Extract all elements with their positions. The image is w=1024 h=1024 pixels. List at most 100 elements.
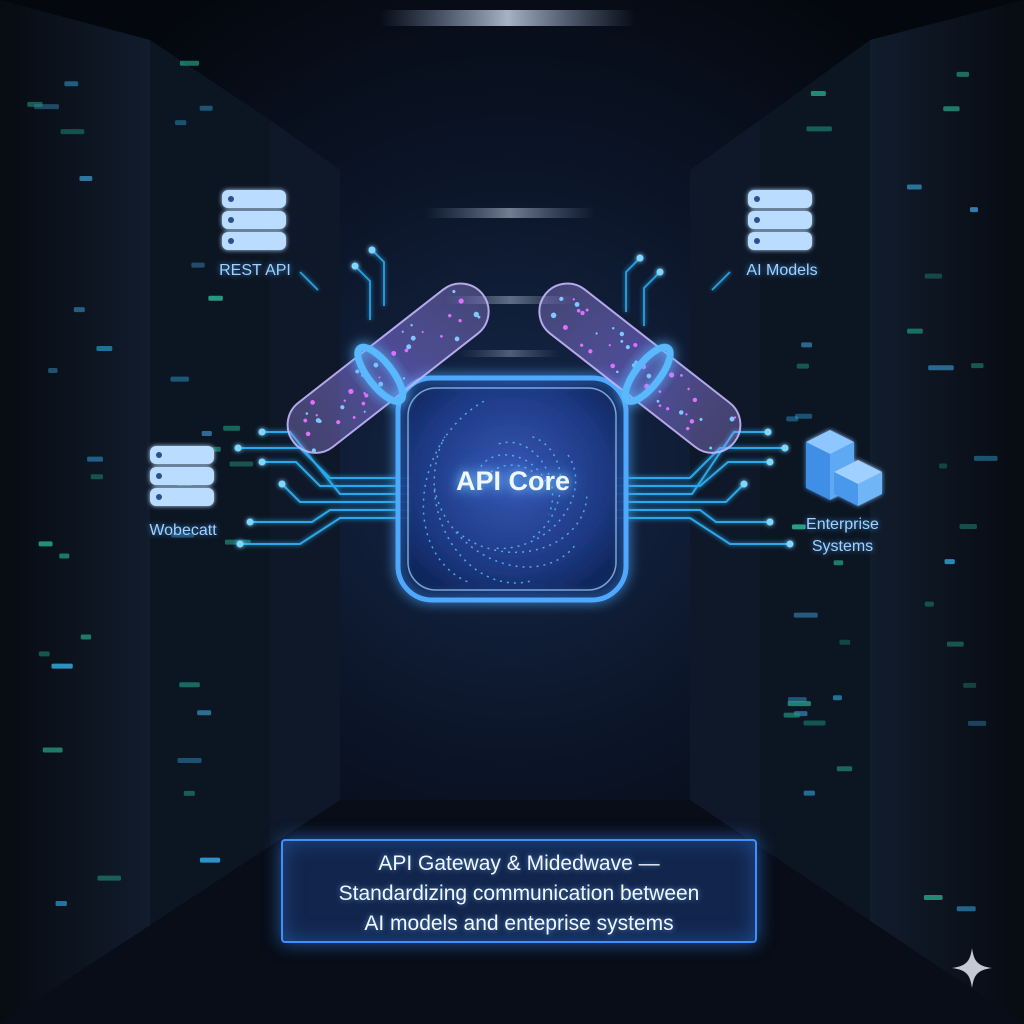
rest-api-label: REST API <box>219 262 291 279</box>
enterprise-label: Enterprise Systems <box>785 514 900 558</box>
circuit-traces-right <box>616 431 790 545</box>
circuit-traces-left <box>238 431 410 545</box>
tube-particle <box>402 377 406 380</box>
tube-particle <box>305 412 309 415</box>
tube-particle <box>580 343 584 347</box>
tube-particle <box>373 362 379 368</box>
rack-led <box>956 71 969 77</box>
rack-led <box>229 461 254 467</box>
tube-particle <box>625 345 630 350</box>
tube-particle <box>440 334 443 338</box>
rack-led <box>191 262 205 268</box>
tube-particle <box>355 369 360 374</box>
tube-particle <box>680 374 683 377</box>
rack-led <box>803 790 815 796</box>
rack-led <box>179 682 200 688</box>
rack-led <box>938 463 948 469</box>
tube-particle <box>620 339 624 343</box>
rack-led <box>810 90 826 96</box>
tube-particle <box>634 360 638 364</box>
tube-particle <box>666 407 670 411</box>
rack-led <box>42 747 63 753</box>
tube-particle <box>668 372 675 378</box>
tube-particles-right <box>550 296 737 450</box>
rack-led <box>170 376 189 382</box>
tube-particle <box>687 387 690 391</box>
api-core-label: API Core <box>455 466 571 496</box>
tube-particle <box>378 381 384 387</box>
tube-particle <box>406 344 412 350</box>
enterprise-label-line1: Enterprise <box>806 516 879 533</box>
webhooks-database-icon <box>150 446 214 506</box>
rack-led <box>836 766 853 772</box>
tube-particle <box>458 319 462 323</box>
rack-led <box>90 474 103 480</box>
circuit-traces-top <box>299 249 731 326</box>
rack-led <box>171 532 195 538</box>
tube-particle <box>401 330 404 333</box>
rest-api-database-icon <box>222 190 286 250</box>
tube-particle <box>692 397 698 403</box>
tube-particle <box>658 404 662 407</box>
core-swirl <box>498 441 554 515</box>
tube-particle <box>305 431 311 437</box>
rack-led <box>38 541 53 547</box>
rack-led <box>64 81 79 87</box>
tube-particle <box>315 418 321 423</box>
rack-led <box>796 363 809 369</box>
rack-led <box>786 416 799 422</box>
rack-led <box>223 425 241 431</box>
tube-particle <box>576 308 581 313</box>
rack-led <box>199 857 221 863</box>
rack-led <box>38 651 50 657</box>
rack-led <box>51 663 73 669</box>
tube-particle <box>709 446 713 450</box>
rack-led <box>80 634 92 640</box>
tube-particle <box>404 348 409 353</box>
rack-led <box>201 430 212 436</box>
core-swirl <box>529 436 562 541</box>
ai-models-label: AI Models <box>746 262 818 279</box>
tube-particle <box>310 400 315 405</box>
rack-led <box>73 307 85 313</box>
tube-particles-left <box>303 289 481 453</box>
rack-led <box>177 758 202 764</box>
rack-led <box>943 106 960 112</box>
circuit-trace-nodes-top <box>351 246 664 276</box>
tube-particle <box>615 370 619 374</box>
rack-led <box>832 695 842 701</box>
rack-led <box>179 60 200 66</box>
tube-particle <box>348 388 354 395</box>
core-swirl <box>481 464 534 491</box>
rack-led <box>946 641 964 647</box>
tube-particle <box>633 343 638 348</box>
caption-line-1: API Gateway & Midedwave — <box>378 852 660 875</box>
tube-particle <box>550 312 557 319</box>
core-particle-swirls <box>422 398 588 584</box>
rack-led <box>956 906 976 912</box>
rack-led <box>806 126 832 132</box>
tube-particle <box>595 332 598 335</box>
tube-particle <box>646 373 652 379</box>
tube-particle <box>685 413 688 416</box>
tube-particle <box>410 323 413 327</box>
rack-led <box>788 697 807 703</box>
tube-particle <box>454 336 460 342</box>
tube-particle <box>729 416 735 422</box>
tube-particle <box>363 410 366 413</box>
core-swirl <box>422 398 489 583</box>
tube-particle <box>364 393 369 398</box>
circuit-trace-nodes-left <box>234 428 286 548</box>
rack-led <box>174 120 187 126</box>
rack-led <box>96 345 113 351</box>
tube-particle <box>361 401 366 406</box>
tube-particle <box>458 298 464 304</box>
tube-particle <box>311 448 316 453</box>
rack-led <box>801 342 813 348</box>
rack-led <box>783 712 800 718</box>
tube-particle <box>421 330 424 334</box>
rack-led <box>59 553 70 559</box>
tube-particle <box>685 426 690 431</box>
rack-led <box>924 273 943 279</box>
